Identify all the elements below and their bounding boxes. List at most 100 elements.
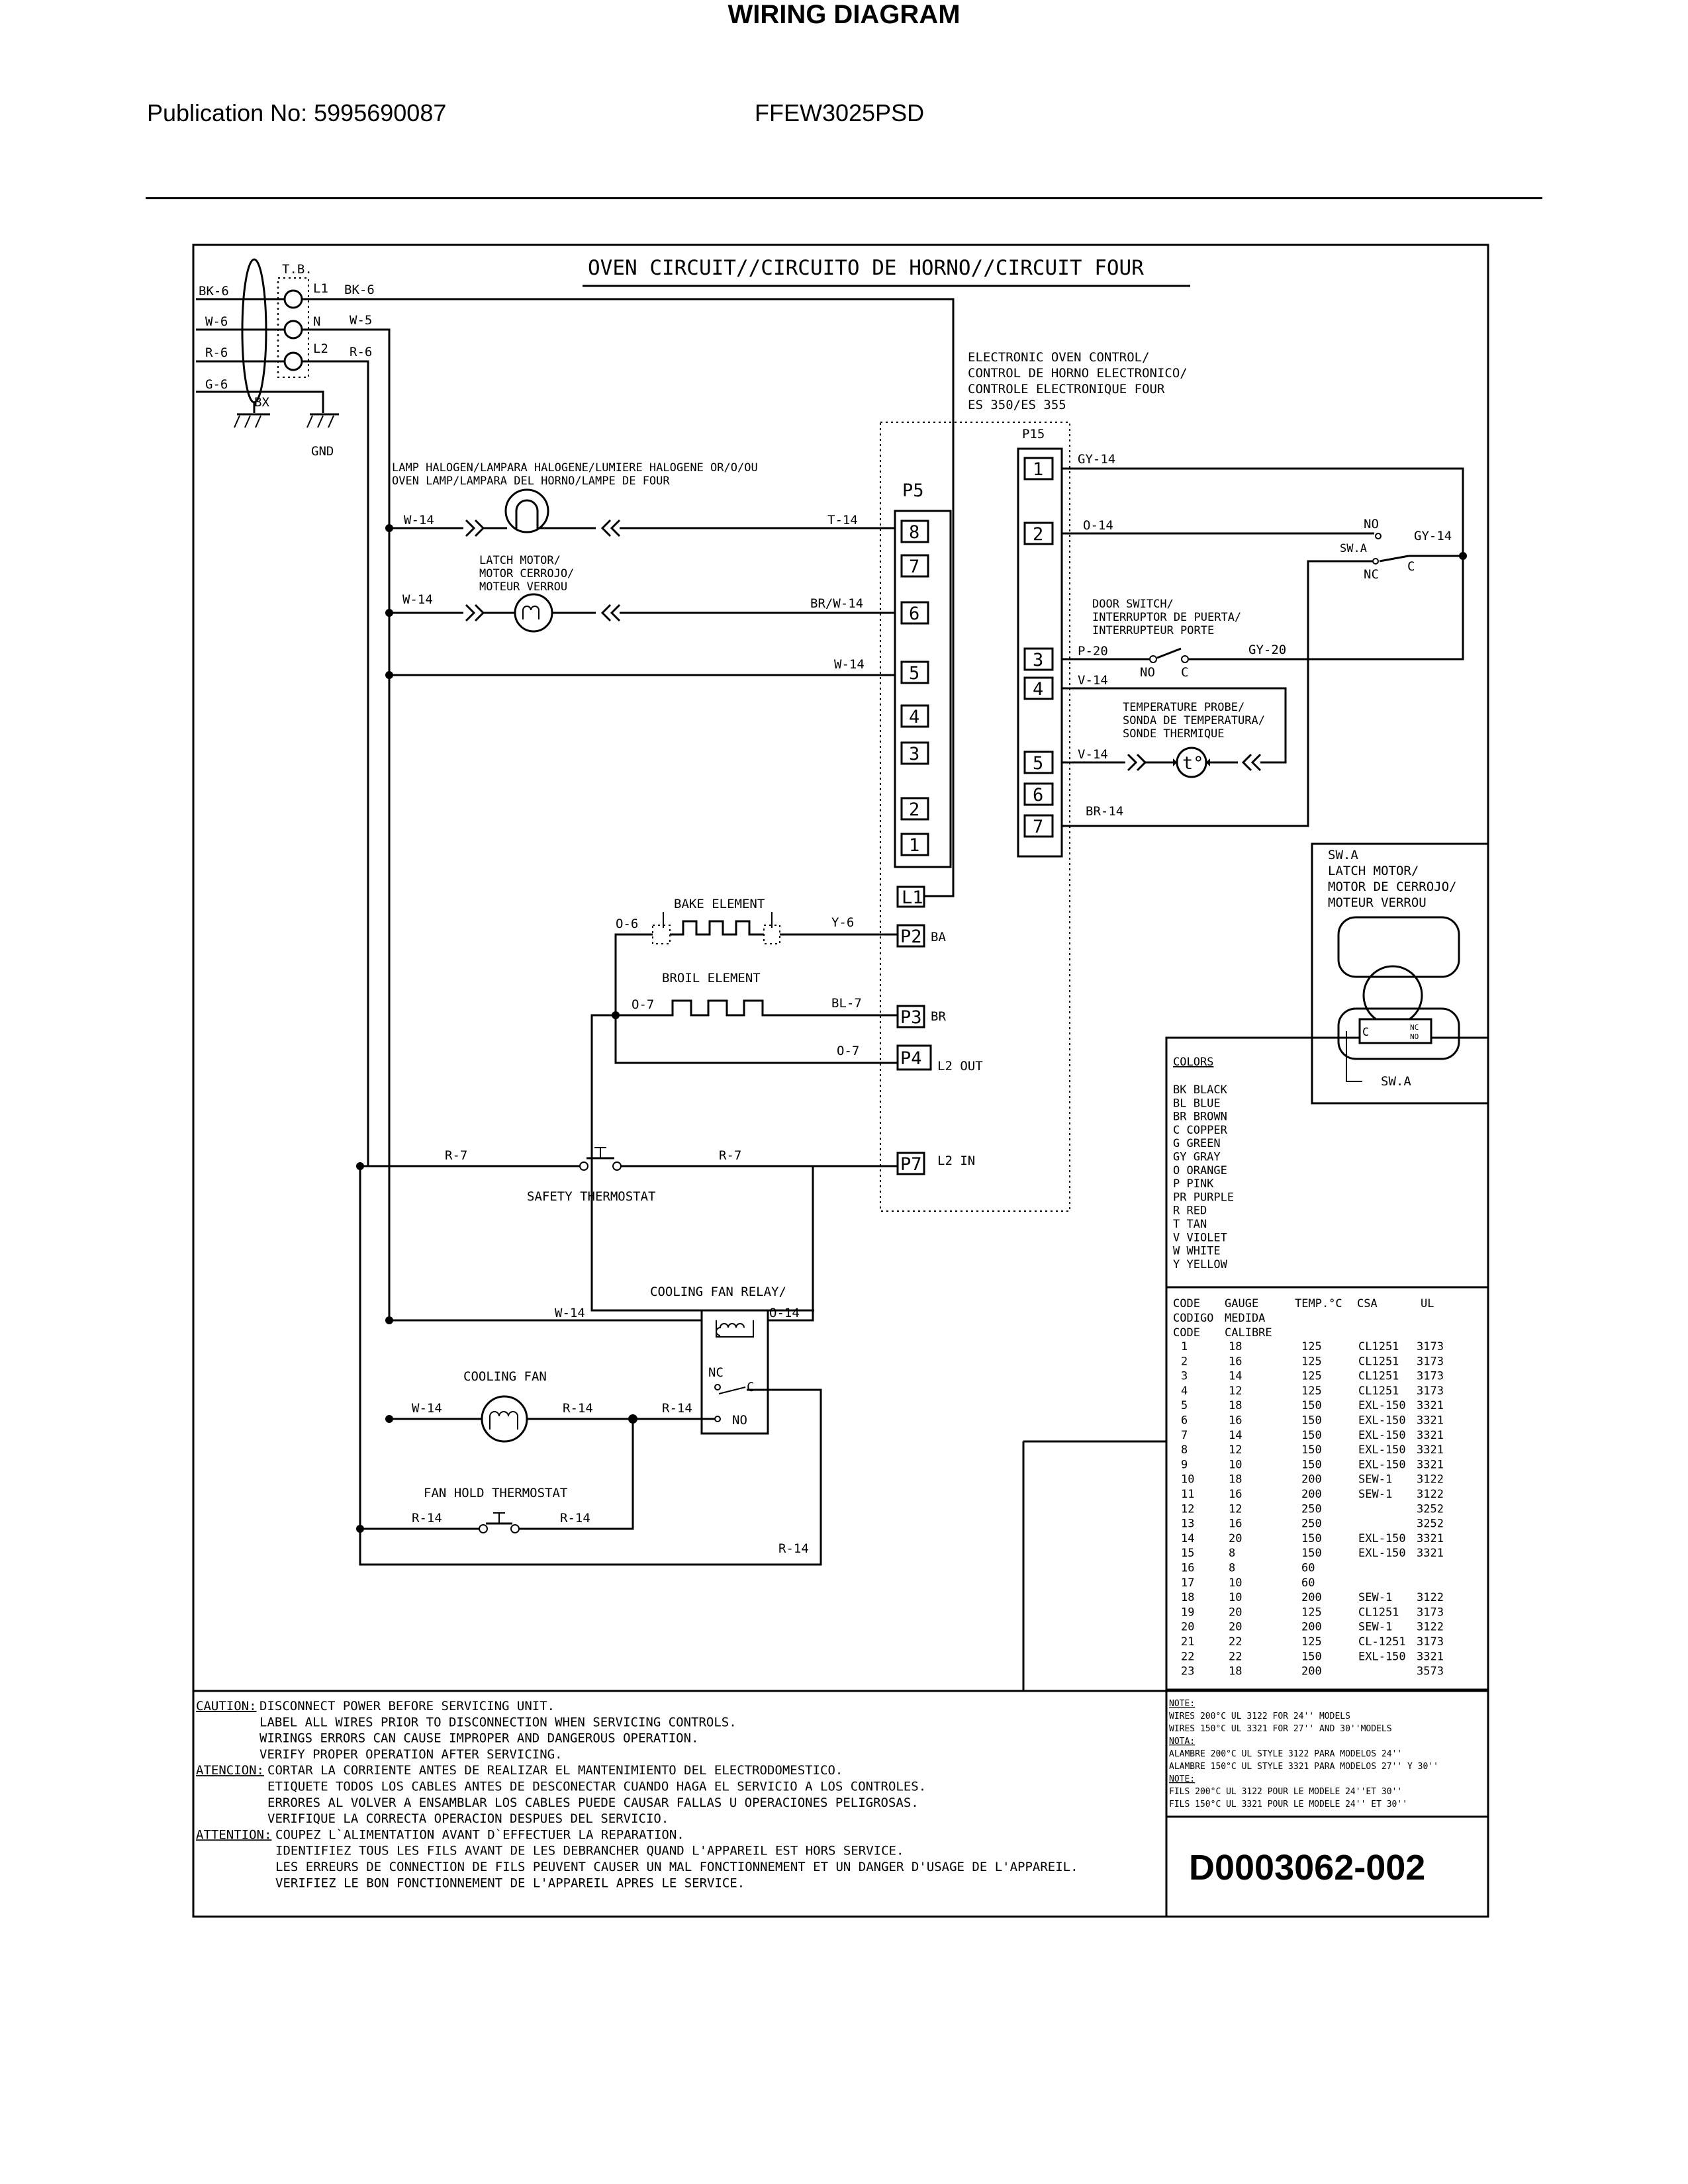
bake-element (670, 920, 764, 936)
relay-common-r14-wire (359, 1166, 822, 1566)
bake-terminal-left (652, 925, 671, 944)
caution-label: CAUTION: (196, 1699, 257, 1713)
br-label: BR (931, 1009, 946, 1024)
broil-bl7-label: BL-7 (831, 996, 862, 1011)
inset-switch (1358, 1018, 1432, 1044)
p15-pin-6 (1023, 782, 1054, 806)
latch-label-1: LATCH MOTOR/ (479, 554, 561, 567)
gauge-cell: 14 (1181, 1532, 1194, 1545)
color-entry: BK BLACK (1173, 1083, 1228, 1097)
p15-pin-label: 6 (1033, 785, 1043, 805)
wire-w6-label: W-6 (205, 314, 228, 329)
gauge-cell: 16 (1229, 1488, 1242, 1501)
control-title-2: CONTROL DE HORNO ELECTRONICO/ (968, 366, 1188, 381)
wire-v14-upper (1062, 687, 1287, 764)
relay-o14-label: O-14 (769, 1306, 800, 1320)
gauge-cell: 150 (1301, 1650, 1322, 1663)
latch-connector-right (600, 604, 621, 622)
swa-junction (1459, 552, 1467, 560)
gauge-cell: 20 (1229, 1532, 1242, 1545)
swa-no-label: NO (1364, 517, 1379, 531)
wire-o14-label: O-14 (1083, 518, 1113, 533)
relay-blade (718, 1387, 746, 1394)
gauge-cell: CL1251 (1358, 1385, 1399, 1398)
p15-pin-label: 2 (1033, 524, 1043, 545)
p15-pin-5 (1023, 751, 1054, 774)
lamp-w14-label: W-14 (404, 513, 434, 527)
gauge-cell: 12 (1229, 1502, 1242, 1516)
bake-o6-label: O-6 (616, 917, 638, 931)
gauge-cell: 3573 (1417, 1665, 1444, 1678)
gauge-cell: CL1251 (1358, 1355, 1399, 1368)
probe-label-3: SONDE THERMIQUE (1123, 727, 1225, 741)
latch-brw14-label: BR/W-14 (810, 596, 863, 611)
note-line: NOTA: (1169, 1737, 1195, 1747)
gauge-cell: EXL-150 (1358, 1443, 1406, 1457)
wire-gy14 (1062, 467, 1464, 660)
gauge-cell: 3173 (1417, 1606, 1444, 1619)
bake-terminal-right (763, 925, 780, 944)
color-entry: T TAN (1173, 1218, 1207, 1231)
safety-contact-left (579, 1161, 588, 1171)
gauge-cell: 125 (1301, 1606, 1322, 1619)
gauge-cell: 22 (1229, 1635, 1242, 1649)
caution-line: VERIFIQUE LA CORRECTA OPERACION DESPUES … (267, 1811, 669, 1826)
gauge-cell: 150 (1301, 1429, 1322, 1442)
p15-pin-7 (1023, 814, 1054, 838)
gauge-cell: 4 (1181, 1385, 1188, 1398)
wire-l1-bk6 (302, 298, 955, 897)
gauge-header-es: MEDIDA (1225, 1312, 1265, 1325)
gauge-cell: CL1251 (1358, 1340, 1399, 1353)
gauge-cell: 8 (1181, 1443, 1188, 1457)
latch-inset-panel (1311, 842, 1489, 1105)
probe-connector-left (1127, 753, 1147, 772)
fanhold-r14-right-label: R-14 (560, 1511, 590, 1525)
tb-l1-label: L1 (313, 281, 328, 296)
gauge-cell: SEW-1 (1358, 1473, 1392, 1486)
tb-l2-screw (283, 351, 303, 371)
gauge-header: TEMP.°C (1295, 1297, 1342, 1310)
inset-label-1: SW.A (1328, 848, 1358, 862)
p3-pin-label: P3 (900, 1007, 922, 1028)
relay-coil (716, 1323, 745, 1336)
color-entry: C COPPER (1173, 1124, 1228, 1137)
broil-element (616, 999, 898, 1017)
gauge-cell: 2 (1181, 1355, 1188, 1368)
cooling-fan-motor (481, 1395, 528, 1443)
latch-motor-symbol (514, 593, 553, 633)
gauge-cell: 150 (1301, 1399, 1322, 1412)
gauge-cell: 150 (1301, 1443, 1322, 1457)
control-title-4: ES 350/ES 355 (968, 398, 1066, 412)
color-entry: W WHITE (1173, 1245, 1221, 1258)
relay-c-label: C (747, 1380, 754, 1394)
gauge-cell: 3173 (1417, 1340, 1444, 1353)
p5-neutral-junction (385, 671, 393, 679)
swa-nc-label: NC (1364, 567, 1379, 582)
p5-pin-6 (900, 601, 929, 625)
relay-label: COOLING FAN RELAY/ (650, 1285, 786, 1299)
gauge-cell: 8 (1229, 1562, 1235, 1575)
gauge-cell: 9 (1181, 1458, 1188, 1471)
wire-gy14-right-label: GY-14 (1414, 529, 1452, 543)
gauge-cell: SEW-1 (1358, 1488, 1392, 1501)
gauge-cell: 18 (1229, 1473, 1242, 1486)
door-switch-label-2: INTERRUPTOR DE PUERTA/ (1092, 611, 1241, 624)
gauge-cell: 3252 (1417, 1518, 1444, 1531)
gauge-header: GAUGE (1225, 1297, 1258, 1310)
tb-n-screw (283, 320, 303, 340)
gauge-cell: 18 (1181, 1591, 1194, 1604)
latch-motor-winding (522, 606, 539, 619)
lamp-bulb (504, 488, 549, 533)
p5-pin-label: 2 (909, 799, 919, 820)
door-switch-blade (1156, 647, 1182, 659)
p15-pin-label: 3 (1033, 650, 1043, 670)
relay-w14-label: W-14 (555, 1306, 585, 1320)
publication-number: Publication No: 5995690087 (147, 99, 447, 126)
note-line: ALAMBRE 200°C UL STYLE 3122 PARA MODELOS… (1169, 1749, 1402, 1759)
safety-contact-right (612, 1161, 622, 1171)
gauge-cell: 3321 (1417, 1547, 1444, 1560)
fanhold-r14-right-wire (519, 1419, 634, 1530)
gauge-cell: 1 (1181, 1340, 1188, 1353)
inset-latch-base (1337, 1007, 1460, 1060)
